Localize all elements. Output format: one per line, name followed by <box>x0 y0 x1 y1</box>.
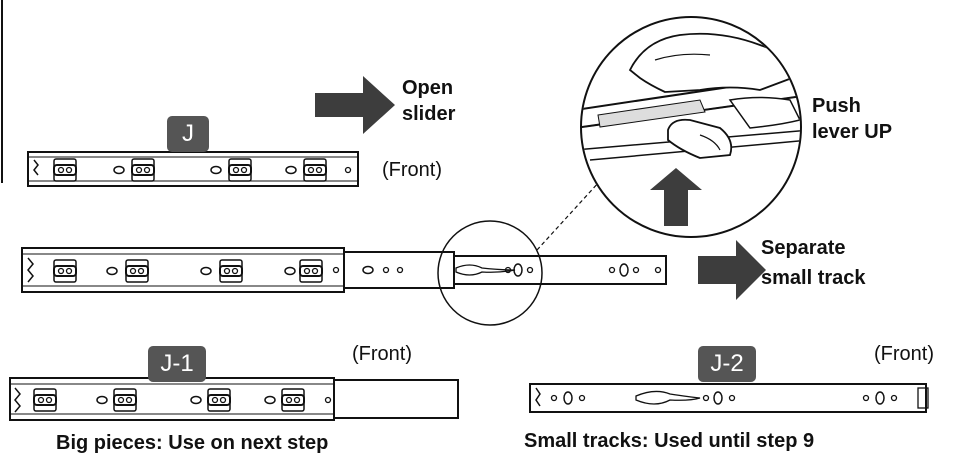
open-slider-label-line2: slider <box>402 103 456 125</box>
tag-j1: J-1 <box>148 346 206 382</box>
tag-j: J <box>167 116 209 152</box>
slider-j2 <box>529 383 929 413</box>
push-lever-label-line1: Push <box>812 95 861 117</box>
caption-big-pieces: Big pieces: Use on next step <box>56 432 329 454</box>
front-label-j1: (Front) <box>352 343 412 365</box>
slider-opened <box>21 247 667 293</box>
tag-j2: J-2 <box>698 346 756 382</box>
slider-j <box>27 151 359 187</box>
slider-j1 <box>9 377 459 421</box>
front-label-j: (Front) <box>382 159 442 181</box>
magnified-detail <box>580 16 802 238</box>
caption-small-tracks: Small tracks: Used until step 9 <box>524 430 815 452</box>
separate-label-line2: small track <box>761 267 866 289</box>
open-slider-label-line1: Open <box>402 77 454 99</box>
open-slider-arrow <box>315 76 395 134</box>
push-lever-label-line2: lever UP <box>812 121 893 143</box>
separate-arrow <box>698 240 766 300</box>
detail-circle-small <box>437 220 543 326</box>
separate-label-line1: Separate <box>761 237 846 259</box>
front-label-j2: (Front) <box>874 343 934 365</box>
